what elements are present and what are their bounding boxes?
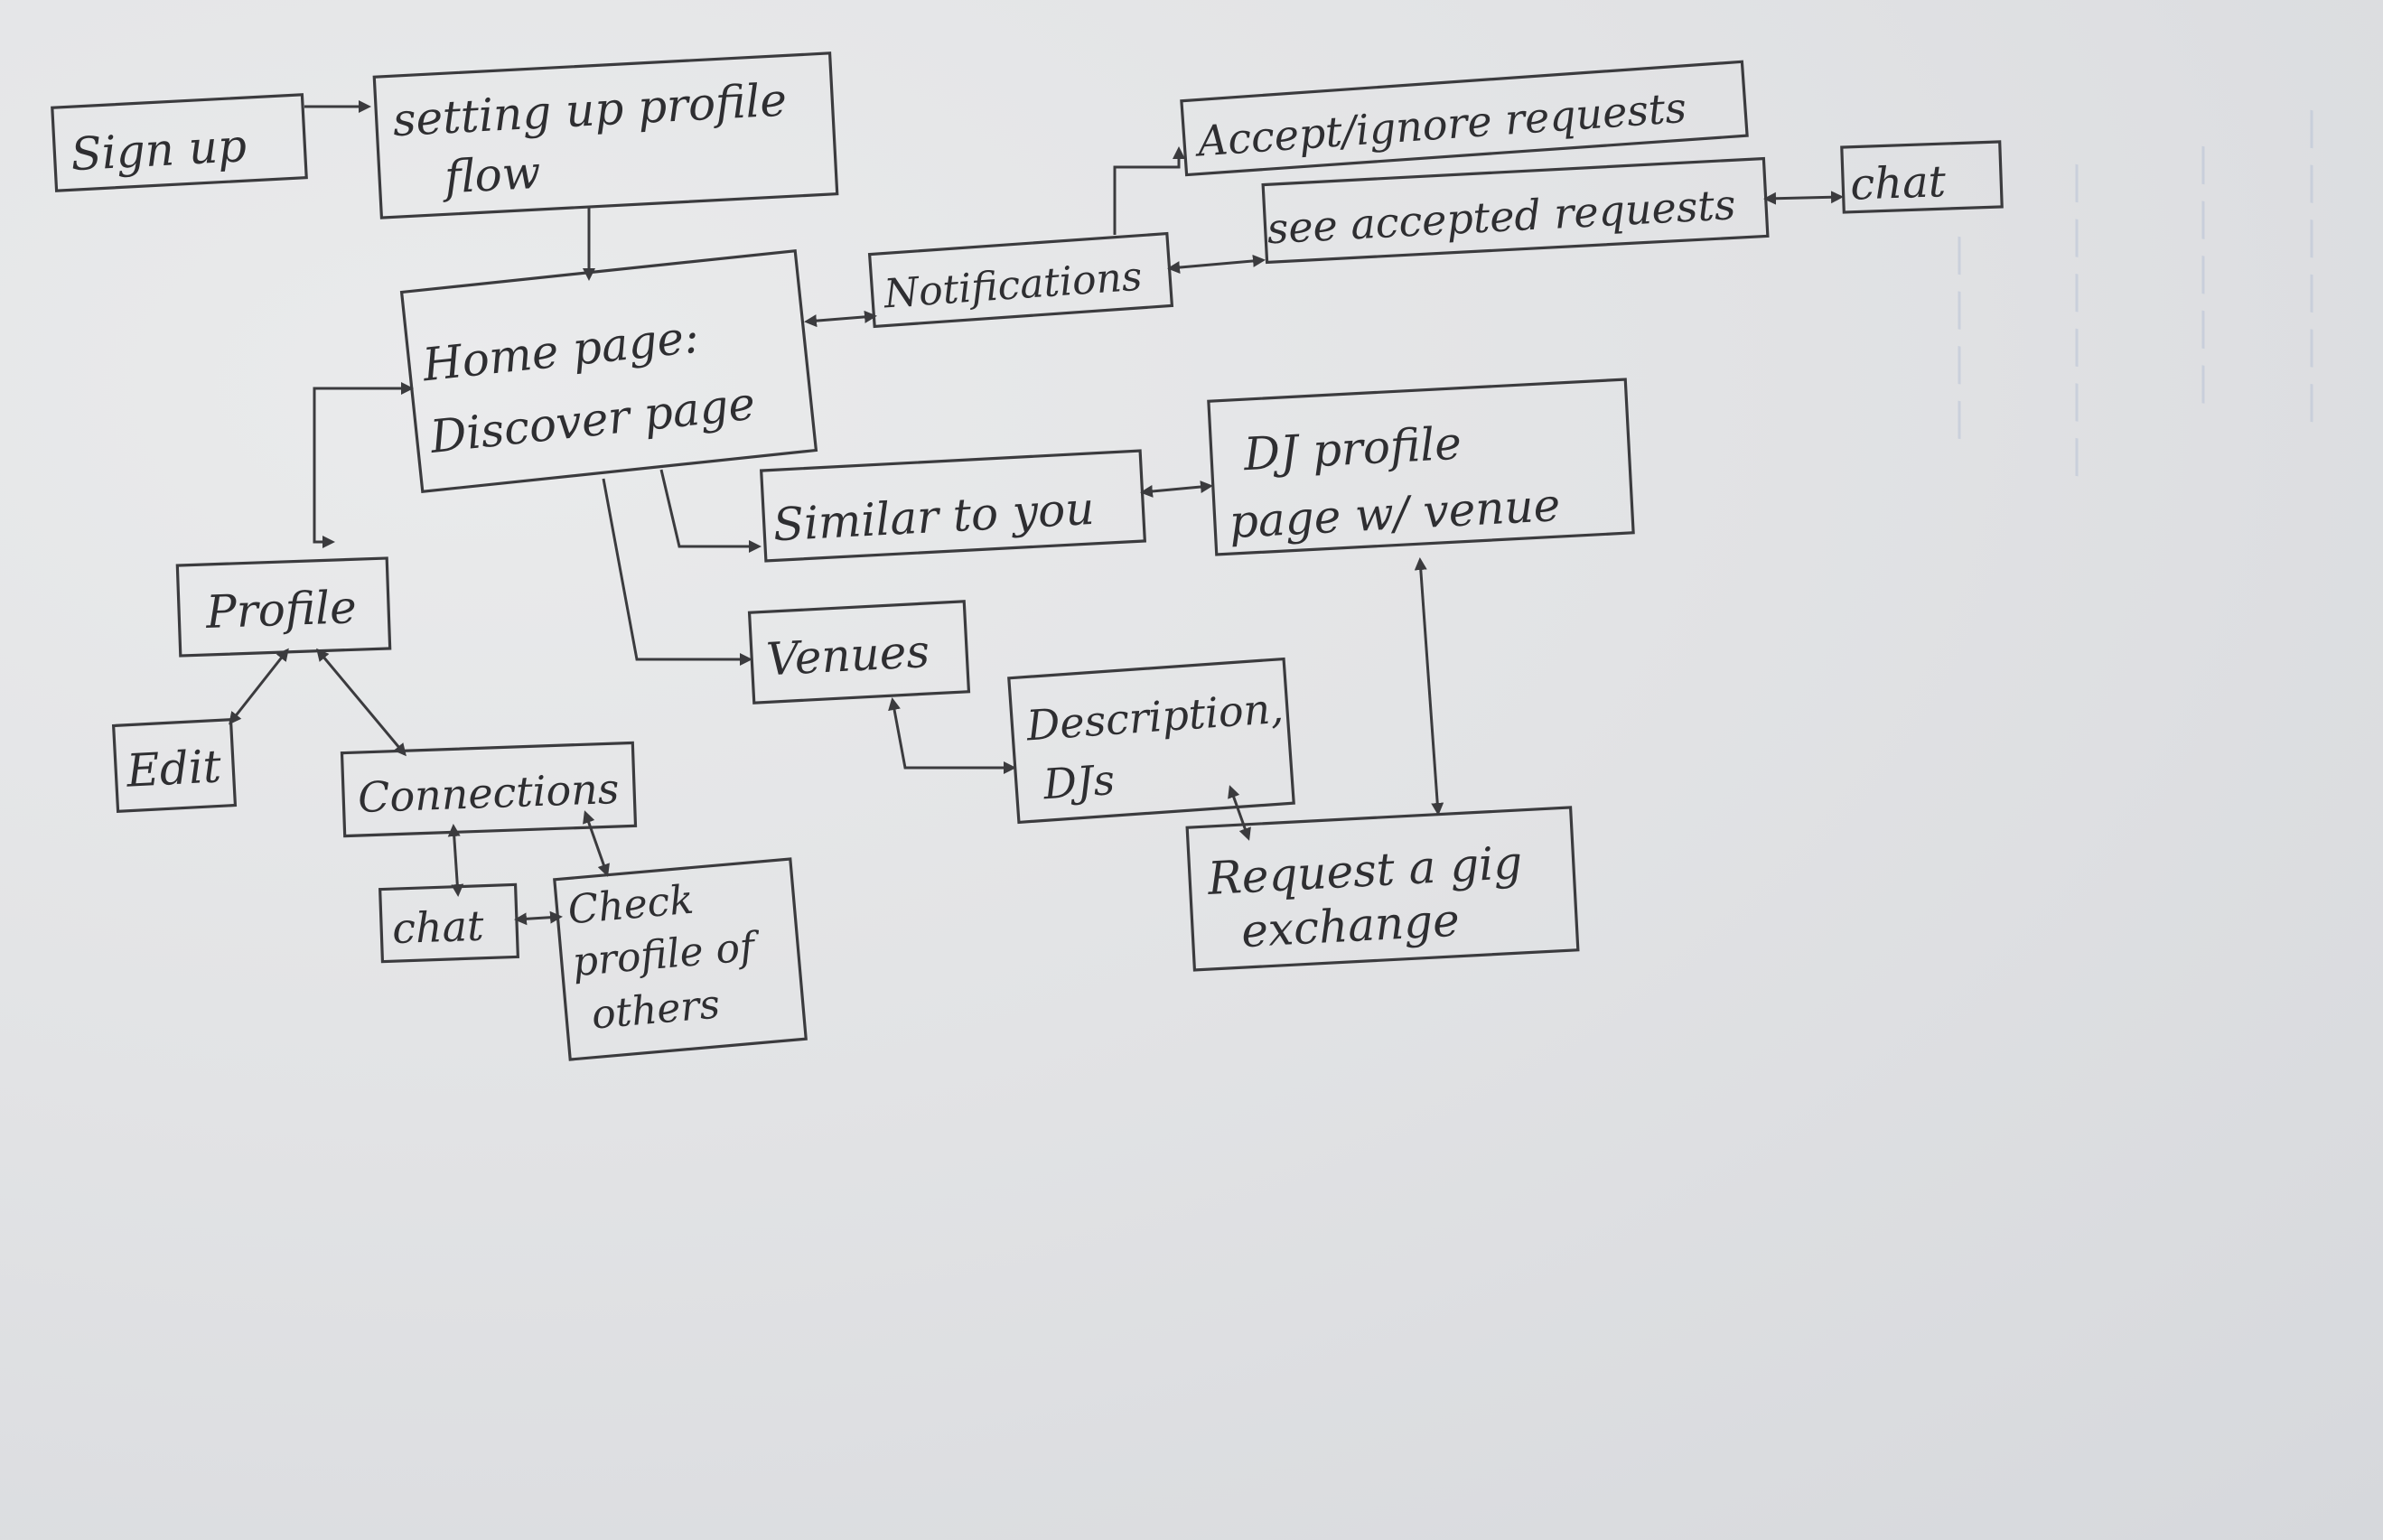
edge-profile-edit bbox=[229, 648, 289, 725]
node-see-accepted: see accepted requests bbox=[1261, 156, 1770, 265]
edge-notifications-accept bbox=[1113, 146, 1185, 235]
edges bbox=[229, 100, 1844, 926]
node-dj-profile-line1: DJ profile bbox=[1241, 417, 1463, 481]
node-notifications-label: Notifications bbox=[882, 254, 1144, 318]
node-sign-up: Sign up bbox=[51, 93, 308, 192]
edge-notifications-seeaccepted bbox=[1167, 254, 1266, 275]
node-venues: Venues bbox=[747, 600, 971, 705]
node-request-line1: Request a gig bbox=[1206, 836, 1524, 905]
node-home-page: Home page: Discover page bbox=[399, 248, 818, 494]
node-dj-profile: DJ profile page w/ venue bbox=[1207, 378, 1635, 556]
node-chat-top-label: chat bbox=[1849, 156, 1947, 210]
node-check-profile-line3: others bbox=[590, 981, 722, 1038]
node-edit: Edit bbox=[111, 717, 238, 814]
node-sign-up-label: Sign up bbox=[70, 119, 248, 181]
node-setting-up-line1: setting up profile bbox=[391, 73, 788, 146]
edge-seeaccepted-chat bbox=[1763, 191, 1844, 205]
node-home-line2: Discover page bbox=[427, 377, 758, 463]
edge-description-request bbox=[1228, 785, 1251, 841]
edge-home-similar bbox=[659, 469, 762, 553]
edge-connections-checkprofile bbox=[583, 810, 610, 877]
node-profile-label: Profile bbox=[204, 581, 358, 639]
node-check-profile-line2: profile of bbox=[571, 923, 762, 985]
node-description-line1: Description, bbox=[1024, 684, 1285, 751]
node-setting-up-profile: setting up profile flow bbox=[372, 51, 839, 219]
node-chat-bottom-label: chat bbox=[391, 901, 485, 954]
node-chat-top: chat bbox=[1840, 140, 2004, 214]
node-connections: Connections bbox=[340, 741, 638, 838]
node-venues-label: Venues bbox=[765, 625, 931, 686]
edge-home-venues bbox=[602, 478, 752, 666]
edge-home-notifications bbox=[804, 310, 877, 328]
edge-venues-description bbox=[888, 697, 1016, 774]
node-connections-label: Connections bbox=[357, 764, 620, 822]
node-request-line2: exchange bbox=[1240, 894, 1461, 958]
node-profile: Profile bbox=[175, 556, 392, 658]
node-description-line2: DJs bbox=[1041, 755, 1117, 808]
edge-djprofile-request bbox=[1414, 557, 1444, 816]
edge-home-profile bbox=[313, 382, 414, 548]
edge-chat-checkprofile bbox=[514, 910, 563, 926]
node-setting-up-line2: flow bbox=[440, 146, 542, 204]
node-edit-label: Edit bbox=[125, 740, 223, 797]
node-chat-bottom: chat bbox=[378, 882, 520, 964]
node-description: Description, DJs bbox=[1007, 657, 1295, 825]
node-check-profile-line1: Check bbox=[566, 877, 696, 934]
node-home-line1: Home page: bbox=[419, 311, 701, 392]
edge-connections-chat bbox=[447, 824, 464, 897]
node-check-profile: Check profile of others bbox=[553, 857, 808, 1061]
edge-profile-connections bbox=[316, 648, 407, 757]
node-similar-label: Similar to you bbox=[771, 482, 1095, 552]
node-similar-to-you: Similar to you bbox=[759, 449, 1147, 563]
node-accept-ignore: Accept/ignore requests bbox=[1180, 60, 1749, 177]
edge-similar-djprofile bbox=[1140, 481, 1213, 498]
node-notifications: Notifications bbox=[867, 231, 1174, 329]
